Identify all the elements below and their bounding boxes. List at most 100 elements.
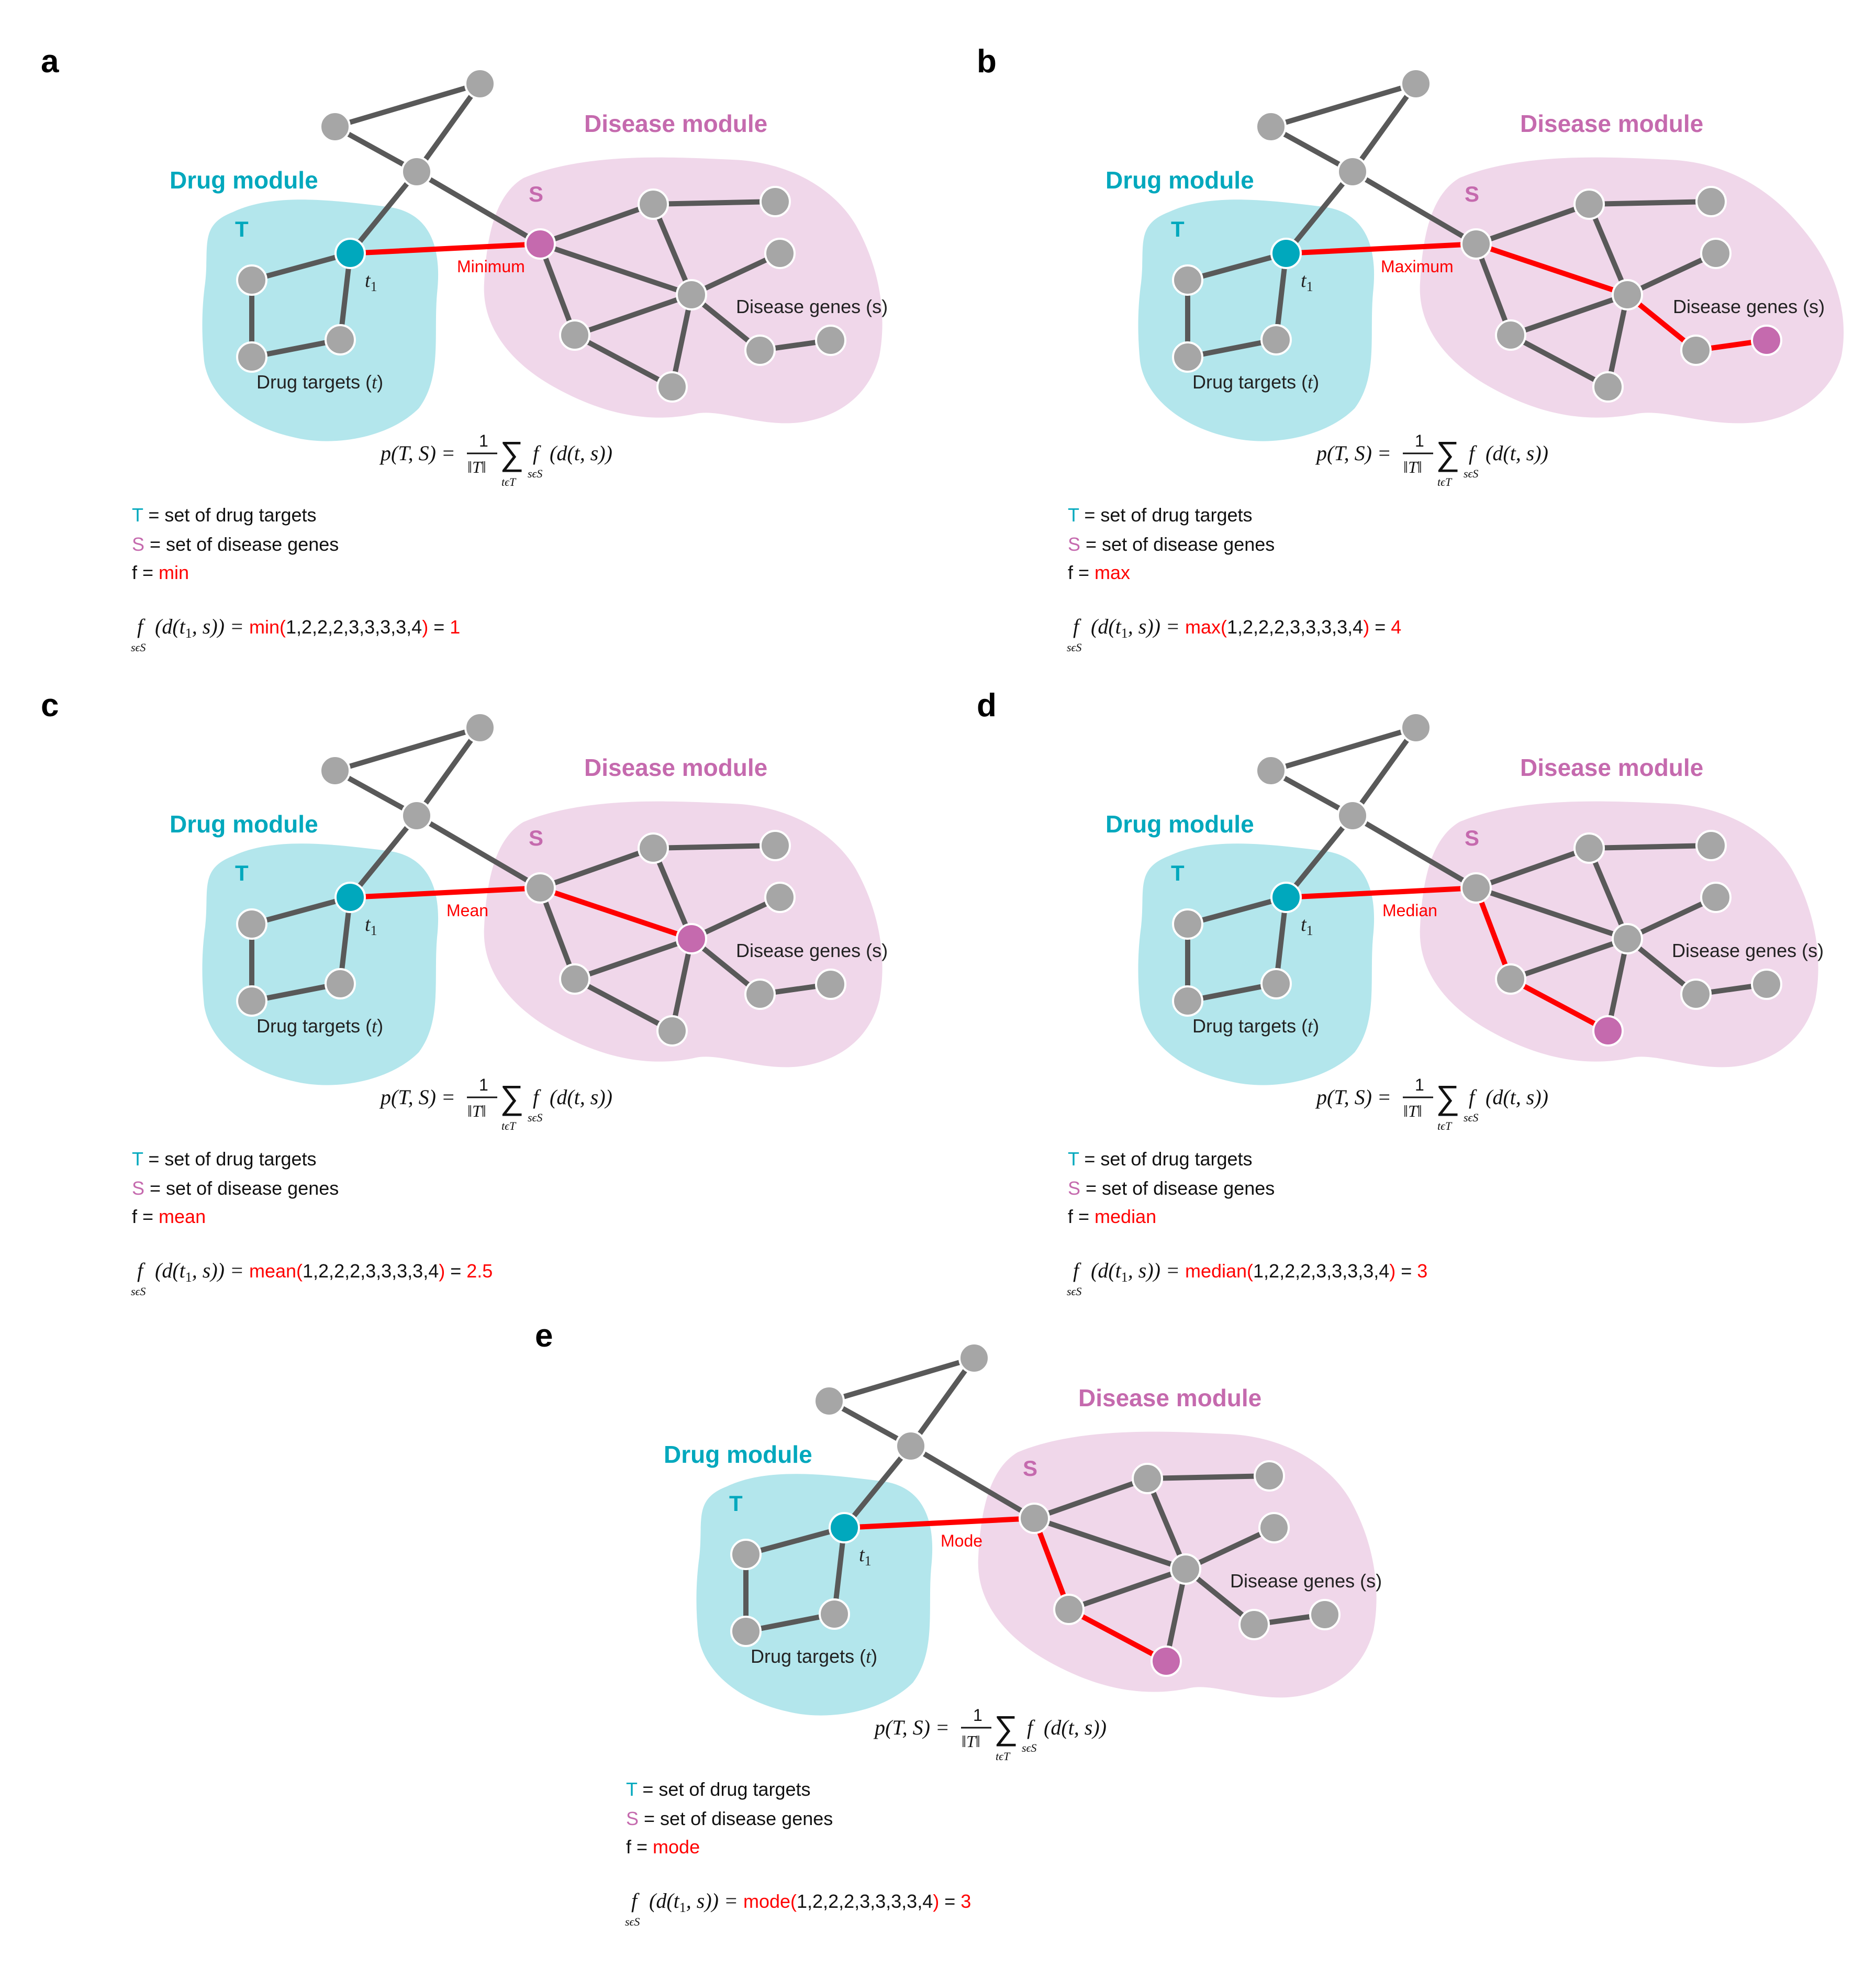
- network-node: [1255, 755, 1287, 786]
- network-edge: [538, 241, 577, 338]
- network-edge: [908, 1443, 1037, 1521]
- network-edge: [1032, 1516, 1188, 1572]
- network-edge: [1508, 292, 1630, 338]
- network-node: [1612, 923, 1643, 954]
- disease-genes-caption: Disease genes (s): [1672, 940, 1824, 961]
- highlighted-path-edge: [1473, 241, 1630, 297]
- network-edge: [1066, 1566, 1188, 1612]
- network-node: [524, 872, 556, 904]
- svg-text:sϵS: sϵS: [131, 641, 146, 654]
- drug-targets-caption: Drug targets (t): [751, 1646, 877, 1667]
- network-edge: [1473, 885, 1630, 941]
- drug-target-t1-node: [1270, 238, 1302, 269]
- svg-text:∑: ∑: [994, 1709, 1018, 1747]
- network-edge: [651, 202, 694, 297]
- drug-module-title: Drug module: [1106, 810, 1254, 838]
- svg-text:p(T, S) =: p(T, S) =: [1315, 441, 1391, 465]
- network-node: [319, 755, 351, 786]
- network-node: [325, 324, 356, 355]
- set-T-label: T: [235, 861, 249, 885]
- svg-text:T = set of drug targets: T = set of drug targets: [132, 1148, 317, 1170]
- network-edge: [538, 846, 656, 891]
- svg-text:sϵS: sϵS: [528, 1111, 542, 1124]
- svg-text:tϵT: tϵT: [501, 1119, 517, 1132]
- network-edge: [1587, 199, 1714, 207]
- panel-letter: e: [535, 1318, 553, 1354]
- svg-text:S = set of disease genes: S = set of disease genes: [1068, 533, 1275, 555]
- network-node: [895, 1430, 926, 1462]
- set-T-label: T: [1171, 861, 1185, 885]
- svg-text:p(T, S) =: p(T, S) =: [873, 1716, 950, 1739]
- disease-gene-node: [1592, 1015, 1624, 1047]
- svg-text:tϵT: tϵT: [1437, 1119, 1453, 1132]
- drug-targets-caption: Drug targets (t): [256, 371, 383, 393]
- svg-text:sϵS: sϵS: [625, 1915, 640, 1928]
- network-edge: [651, 843, 778, 851]
- network-node: [744, 979, 776, 1010]
- network-node: [1612, 279, 1643, 310]
- network-edge: [1587, 202, 1630, 297]
- edge-function-label: Minimum: [457, 257, 525, 276]
- network-edge: [1032, 1476, 1150, 1521]
- svg-text:(d(t, s)): (d(t, s)): [1044, 1716, 1107, 1739]
- network-edge: [538, 885, 577, 982]
- network-node: [1680, 979, 1712, 1010]
- highlighted-path-edge: [1508, 976, 1611, 1033]
- svg-text:T = set of drug targets: T = set of drug targets: [1068, 1148, 1253, 1170]
- disease-genes-caption: Disease genes (s): [736, 940, 888, 961]
- network-edge: [1350, 813, 1479, 891]
- drug-module-region: [202, 199, 439, 441]
- network-node: [236, 908, 267, 940]
- network-edge: [1268, 725, 1419, 773]
- panel-letter: d: [977, 687, 997, 724]
- network-node: [325, 968, 356, 999]
- network-node: [1258, 1512, 1290, 1543]
- network-node: [1260, 968, 1292, 999]
- svg-text:sϵS: sϵS: [528, 467, 542, 480]
- svg-text:1: 1: [479, 1075, 488, 1094]
- svg-text:tϵT: tϵT: [996, 1750, 1011, 1763]
- highlighted-path-edge: [538, 885, 694, 941]
- svg-text:(d(t, s)): (d(t, s)): [1486, 441, 1548, 465]
- network-edge: [1508, 332, 1611, 390]
- disease-genes-caption: Disease genes (s): [1673, 296, 1825, 317]
- drug-module-region: [1138, 199, 1375, 441]
- svg-text:f = max: f = max: [1068, 562, 1130, 583]
- set-T-label: T: [1171, 217, 1185, 241]
- network-node: [559, 319, 590, 351]
- svg-text:(d(t1, s)) = median(1,2,2,2,3,: (d(t1, s)) = median(1,2,2,2,3,3,3,3,4) =…: [1091, 1259, 1427, 1285]
- svg-text:sϵS: sϵS: [1464, 1111, 1478, 1124]
- set-S-label: S: [1023, 1456, 1037, 1481]
- svg-text:sϵS: sϵS: [131, 1285, 146, 1298]
- svg-text:(d(t1, s)) = mean(1,2,2,2,3,3,: (d(t1, s)) = mean(1,2,2,2,3,3,3,3,4) = 2…: [155, 1259, 493, 1285]
- svg-text:(d(t, s)): (d(t, s)): [1486, 1085, 1548, 1109]
- highlighted-path-edge: [348, 885, 543, 900]
- network-edge: [689, 895, 783, 941]
- svg-text:sϵS: sϵS: [1067, 641, 1081, 654]
- network-edge: [332, 725, 483, 773]
- drug-target-t1-node: [334, 238, 366, 269]
- svg-text:sϵS: sϵS: [1022, 1741, 1036, 1754]
- network-edge: [1473, 241, 1513, 338]
- network-node: [1400, 68, 1432, 99]
- edge-function-label: Mode: [941, 1531, 982, 1550]
- set-S-label: S: [529, 826, 543, 850]
- svg-text:f: f: [137, 615, 146, 638]
- network-edge: [1185, 895, 1289, 927]
- network-edge: [1350, 81, 1419, 174]
- network-node: [401, 156, 432, 187]
- network-node: [730, 1539, 762, 1570]
- network-node: [813, 1385, 845, 1417]
- network-edge: [1145, 1476, 1188, 1572]
- network-edge: [651, 846, 694, 941]
- svg-text:1: 1: [479, 431, 488, 450]
